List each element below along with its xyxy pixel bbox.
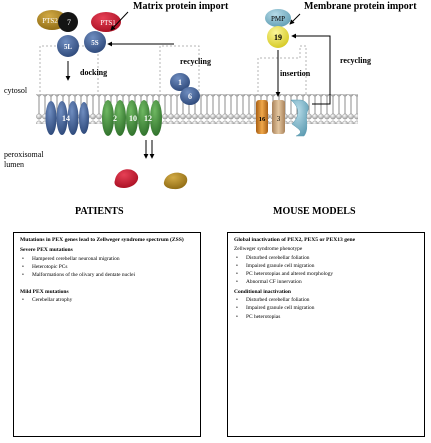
pex7-receptor: 7	[58, 12, 78, 32]
mild-mutations-list: Cerebellar atrophy	[20, 297, 196, 304]
conditional-inactivation-heading: Conditional inactivation	[234, 289, 291, 295]
severe-mutations-heading: Severe PEX mutations	[20, 247, 73, 254]
membrane-import-outline	[257, 45, 307, 96]
list-item: Disturbed cerebellar foliation	[234, 255, 420, 262]
mouse-box-title: Global inactivation of PEX2, PEX5 or PEX…	[234, 237, 356, 243]
list-item: Abnormal CF innervation	[234, 279, 420, 286]
list-item: Malformations of the olivary and dentate…	[20, 272, 196, 279]
pex5s-receptor: 5S	[84, 31, 106, 53]
list-item: Disturbed cerebellar foliation	[234, 297, 420, 304]
conditional-inactivation-list: Disturbed cerebellar foliation Impaired …	[234, 297, 420, 321]
pts1-cargo: PTS1	[91, 12, 121, 32]
lumen-label: lumen	[4, 160, 24, 169]
pex5l-receptor: 5L	[57, 35, 79, 57]
mouse-models-heading: MOUSE MODELS	[273, 206, 356, 217]
pex6-protein: 6	[180, 87, 200, 105]
matrix-import-outline	[39, 45, 200, 96]
imported-pts1-cargo	[114, 169, 139, 188]
mouse-models-box: Global inactivation of PEX2, PEX5 or PEX…	[227, 232, 425, 437]
pts1-label: PTS1	[100, 19, 116, 27]
list-item: Heterotopic PCs	[20, 264, 196, 271]
pex14-complex: 14	[45, 101, 89, 135]
list-item: Impaired granule cell migration	[234, 305, 420, 312]
pex10-label: 10	[129, 114, 137, 123]
list-item: Hampered cerebellar neuronal migration	[20, 256, 196, 263]
list-item: PC heterotopias	[234, 314, 420, 321]
docking-label: docking	[80, 68, 108, 77]
patients-heading: PATIENTS	[75, 206, 124, 217]
patients-box: Mutations in PEX genes lead to Zellweger…	[13, 232, 201, 437]
pmp-label: PMP	[271, 15, 285, 23]
membrane-import-arrow	[289, 13, 301, 25]
recycling-loop-right	[291, 33, 331, 105]
pex3-protein: 3	[272, 100, 285, 134]
pex5s-label: 5S	[91, 39, 99, 47]
pex7-label: 7	[67, 18, 71, 27]
pex3-label: 3	[277, 115, 281, 123]
severe-mutations-list: Hampered cerebellar neuronal migration H…	[20, 256, 196, 280]
pex16-protein: 16	[256, 100, 268, 134]
global-inactivation-list: Disturbed cerebellar foliation Impaired …	[234, 255, 420, 287]
membrane-import-label: Membrane protein import	[304, 1, 417, 12]
peroxisome-import-diagram: 14 2 10 12 16 3 PTS2 7 5L PTS1 5S	[36, 9, 358, 190]
pex19-label: 19	[274, 33, 282, 42]
pex2-label: 2	[113, 114, 117, 123]
ring-complex: 2 10 12	[102, 100, 162, 136]
pex1-protein: 1	[170, 73, 190, 91]
list-item: Impaired granule cell migration	[234, 263, 420, 270]
mild-mutations-heading: Mild PEX mutations	[20, 289, 69, 295]
zs-phenotype-label: Zellweger syndrome phenotype	[234, 246, 303, 253]
recycling-right-label: recycling	[340, 56, 371, 65]
pex16-label: 16	[259, 116, 266, 123]
patients-box-title: Mutations in PEX genes lead to Zellweger…	[20, 237, 184, 243]
matrix-import-arrow	[110, 11, 129, 31]
pts2-label: PTS2	[42, 17, 58, 25]
pex14-label: 14	[62, 114, 70, 123]
pex12-label: 12	[144, 114, 152, 123]
insertion-label: insertion	[280, 69, 311, 78]
pmp-membrane-protein	[290, 99, 309, 137]
pex1-label: 1	[178, 78, 182, 87]
pmp-cargo: PMP	[265, 9, 291, 27]
list-item: PC heterotopias and altered morphology	[234, 271, 420, 278]
list-item: Cerebellar atrophy	[20, 297, 196, 304]
pex6-label: 6	[188, 92, 192, 101]
matrix-import-label: Matrix protein import	[133, 1, 229, 12]
pex5l-label: 5L	[64, 43, 73, 51]
pex19-receptor: 19	[267, 26, 289, 48]
cytosol-label: cytosol	[4, 86, 28, 95]
peroxisomal-label: peroxisomal	[4, 150, 44, 159]
recycling-left-label: recycling	[180, 57, 211, 66]
imported-pts2-cargo	[163, 172, 188, 190]
